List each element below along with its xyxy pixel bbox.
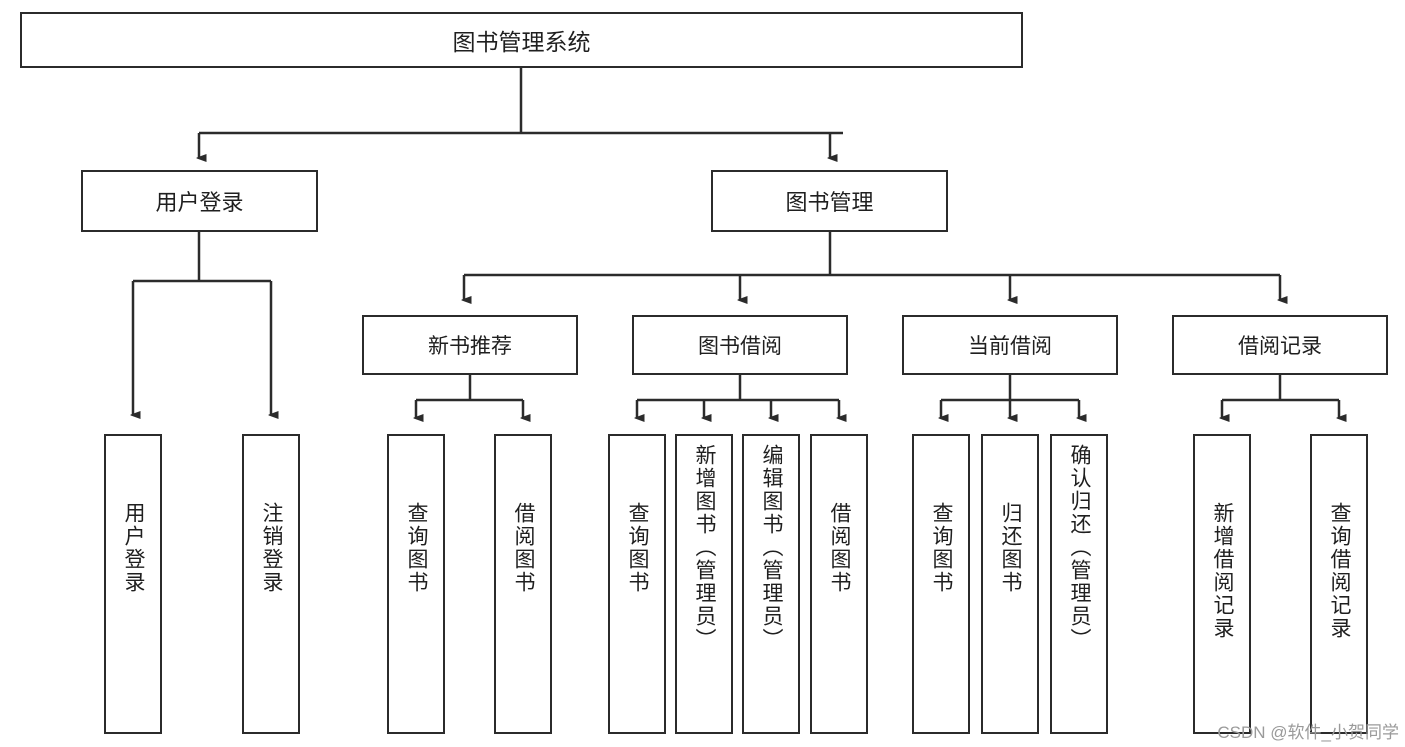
- leaf-return-book[interactable]: 归还图书: [981, 434, 1039, 734]
- leaf-query-book-borrow[interactable]: 查询图书: [608, 434, 666, 734]
- leaf-query-book-recommend-label: 查询图书: [405, 502, 429, 594]
- leaf-edit-book-admin[interactable]: 编辑图书（管理员）: [742, 434, 800, 734]
- leaf-return-book-label: 归还图书: [999, 502, 1023, 594]
- leaf-user-login[interactable]: 用户登录: [104, 434, 162, 734]
- node-book-management-label: 图书管理: [785, 190, 874, 215]
- csdn-watermark: CSDN @软件_小贺同学: [1217, 723, 1399, 742]
- node-borrow-record[interactable]: 借阅记录: [1172, 315, 1388, 375]
- node-book-borrow[interactable]: 图书借阅: [632, 315, 848, 375]
- leaf-query-book-recommend[interactable]: 查询图书: [387, 434, 445, 734]
- node-user-login-label: 用户登录: [155, 190, 244, 215]
- node-new-book-recommend[interactable]: 新书推荐: [362, 315, 578, 375]
- leaf-add-book-admin-label: 新增图书（管理员）: [693, 444, 717, 651]
- leaf-confirm-return-admin[interactable]: 确认归还（管理员）: [1050, 434, 1108, 734]
- leaf-logout[interactable]: 注销登录: [242, 434, 300, 734]
- leaf-add-book-admin[interactable]: 新增图书（管理员）: [675, 434, 733, 734]
- node-user-login[interactable]: 用户登录: [81, 170, 318, 232]
- leaf-query-borrow-record[interactable]: 查询借阅记录: [1310, 434, 1368, 734]
- leaf-query-borrow-record-label: 查询借阅记录: [1328, 502, 1352, 640]
- node-root-label: 图书管理系统: [452, 29, 591, 55]
- leaf-add-borrow-record[interactable]: 新增借阅记录: [1193, 434, 1251, 734]
- leaf-add-borrow-record-label: 新增借阅记录: [1211, 502, 1235, 640]
- leaf-borrow-book[interactable]: 借阅图书: [810, 434, 868, 734]
- node-book-borrow-label: 图书借阅: [698, 335, 782, 358]
- node-book-management[interactable]: 图书管理: [711, 170, 948, 232]
- leaf-user-login-label: 用户登录: [122, 502, 146, 594]
- leaf-borrow-book-label: 借阅图书: [828, 502, 852, 594]
- node-borrow-record-label: 借阅记录: [1238, 335, 1322, 358]
- leaf-borrow-book-recommend[interactable]: 借阅图书: [494, 434, 552, 734]
- leaf-logout-label: 注销登录: [260, 502, 284, 594]
- leaf-edit-book-admin-label: 编辑图书（管理员）: [760, 444, 784, 651]
- node-current-borrow-label: 当前借阅: [968, 335, 1052, 358]
- leaf-query-book-current[interactable]: 查询图书: [912, 434, 970, 734]
- node-root-book-management-system[interactable]: 图书管理系统: [20, 12, 1023, 68]
- node-new-book-recommend-label: 新书推荐: [428, 335, 512, 358]
- leaf-confirm-return-admin-label: 确认归还（管理员）: [1068, 444, 1092, 651]
- leaf-query-book-current-label: 查询图书: [930, 502, 954, 594]
- leaf-borrow-book-recommend-label: 借阅图书: [512, 502, 536, 594]
- node-current-borrow[interactable]: 当前借阅: [902, 315, 1118, 375]
- leaf-query-book-borrow-label: 查询图书: [626, 502, 650, 594]
